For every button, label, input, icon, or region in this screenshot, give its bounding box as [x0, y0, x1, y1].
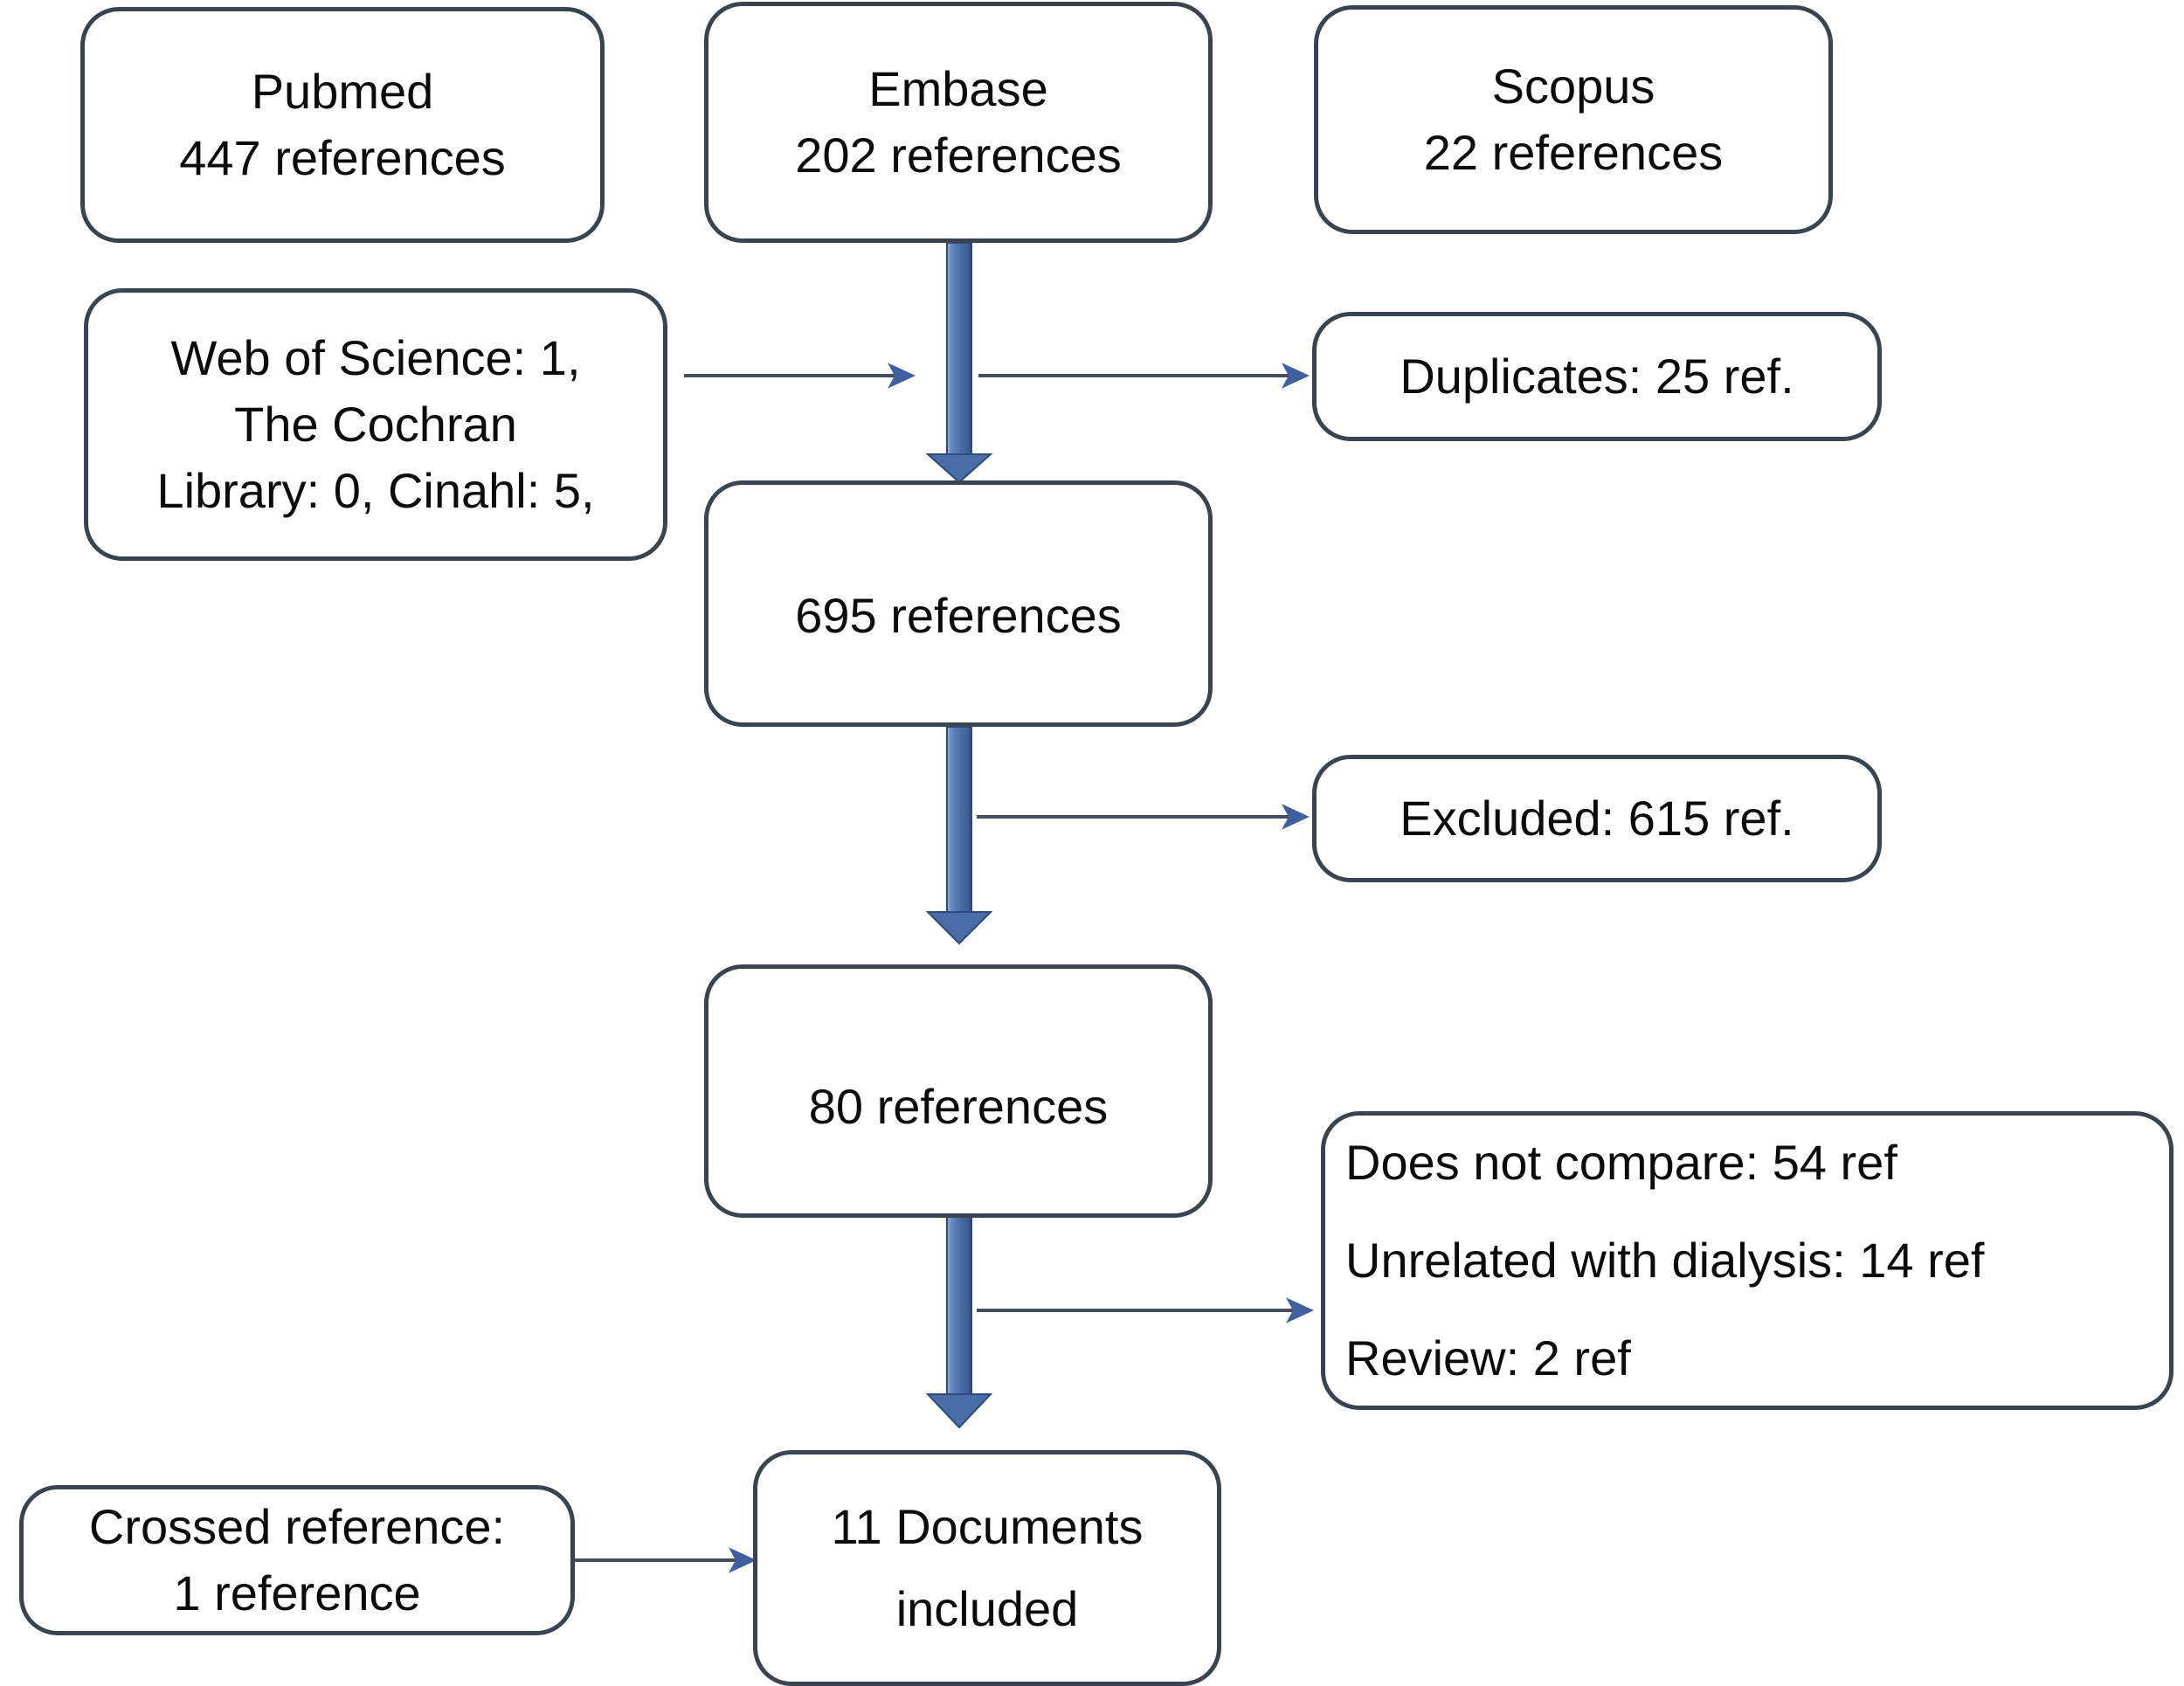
- full-text-assessed[interactable]: 80 references: [704, 964, 1213, 1218]
- source-embase-line-2: 202 references: [795, 128, 1122, 183]
- exclusion-reason-3: Review: 2 ref: [1345, 1330, 1631, 1386]
- exclusion-reason-2: Unrelated with dialysis: 14 ref: [1345, 1232, 1985, 1288]
- source-other-databases-line-3: Library: 0, Cinahl: 5,: [156, 463, 595, 519]
- edge-total695-to-total80: [925, 726, 993, 945]
- records-excluded[interactable]: Excluded: 615 ref.: [1312, 755, 1882, 882]
- full-text-assessed-label: 80 references: [808, 1079, 1109, 1134]
- source-pubmed[interactable]: Pubmed 447 references: [80, 7, 605, 243]
- exclusion-reasons[interactable]: Does not compare: 54 ref Unrelated with …: [1321, 1111, 2174, 1410]
- source-scopus[interactable]: Scopus 22 references: [1314, 5, 1833, 234]
- source-embase-line-1: Embase: [868, 60, 1048, 116]
- studies-included[interactable]: 11 Documents included: [753, 1450, 1221, 1686]
- edge-embase-to-total695: [925, 242, 993, 484]
- records-excluded-label: Excluded: 615 ref.: [1400, 790, 1794, 846]
- studies-included-line-1: 11 Documents: [831, 1498, 1144, 1554]
- source-pubmed-line-2: 447 references: [179, 130, 506, 185]
- source-other-databases[interactable]: Web of Science: 1, The Cochran Library: …: [84, 288, 667, 561]
- source-other-databases-line-1: Web of Science: 1,: [170, 329, 581, 385]
- duplicates-removed[interactable]: Duplicates: 25 ref.: [1312, 312, 1882, 441]
- source-pubmed-line-1: Pubmed: [251, 63, 434, 119]
- source-other-databases-line-2: The Cochran: [234, 396, 517, 452]
- records-screened-total[interactable]: 695 references: [704, 480, 1213, 727]
- edge-total80-to-included: [925, 1215, 993, 1429]
- studies-included-line-2: included: [895, 1581, 1079, 1636]
- records-screened-total-label: 695 references: [795, 588, 1122, 643]
- source-embase[interactable]: Embase 202 references: [704, 2, 1213, 243]
- source-scopus-line-2: 22 references: [1423, 125, 1724, 180]
- duplicates-removed-label: Duplicates: 25 ref.: [1400, 348, 1794, 404]
- source-scopus-line-1: Scopus: [1491, 58, 1655, 114]
- crossed-reference-source[interactable]: Crossed reference: 1 reference: [19, 1485, 575, 1635]
- exclusion-reason-1: Does not compare: 54 ref: [1345, 1134, 1897, 1190]
- crossed-reference-line-2: 1 reference: [173, 1565, 421, 1620]
- crossed-reference-line-1: Crossed reference:: [88, 1498, 506, 1554]
